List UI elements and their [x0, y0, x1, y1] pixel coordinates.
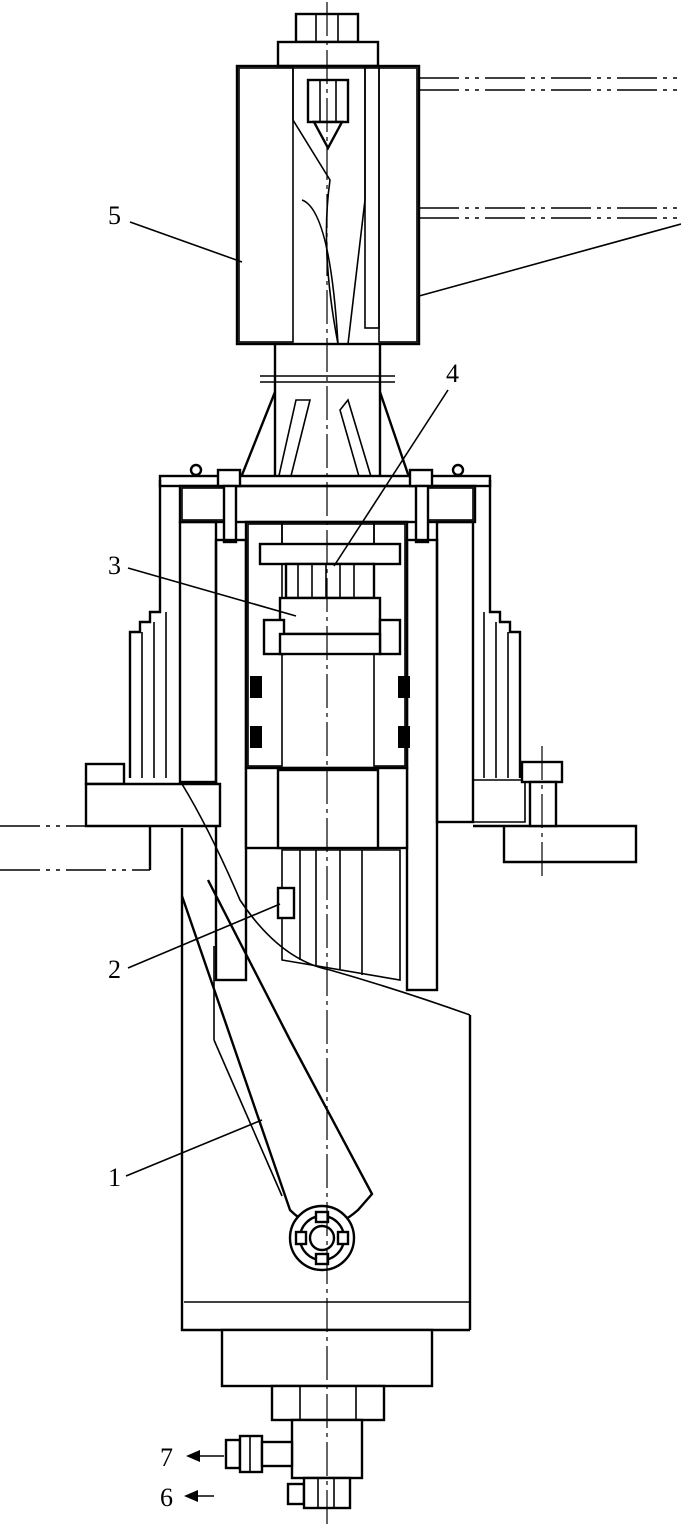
top-clamp-block — [235, 12, 421, 346]
callout-3: 3 — [108, 551, 121, 580]
connecting-shaft — [238, 344, 412, 481]
base-plate — [0, 746, 638, 880]
phantom-rails-top — [419, 77, 681, 219]
lower-body — [180, 766, 472, 1332]
callout-4: 4 — [446, 359, 459, 388]
callout-7: 7 — [160, 1443, 173, 1472]
callout-1: 1 — [108, 1163, 121, 1192]
callout-6: 6 — [160, 1483, 173, 1512]
callout-2: 2 — [108, 955, 121, 984]
leader-lines — [125, 221, 681, 1177]
callout-5: 5 — [108, 201, 121, 230]
port-arrows — [184, 1450, 224, 1502]
